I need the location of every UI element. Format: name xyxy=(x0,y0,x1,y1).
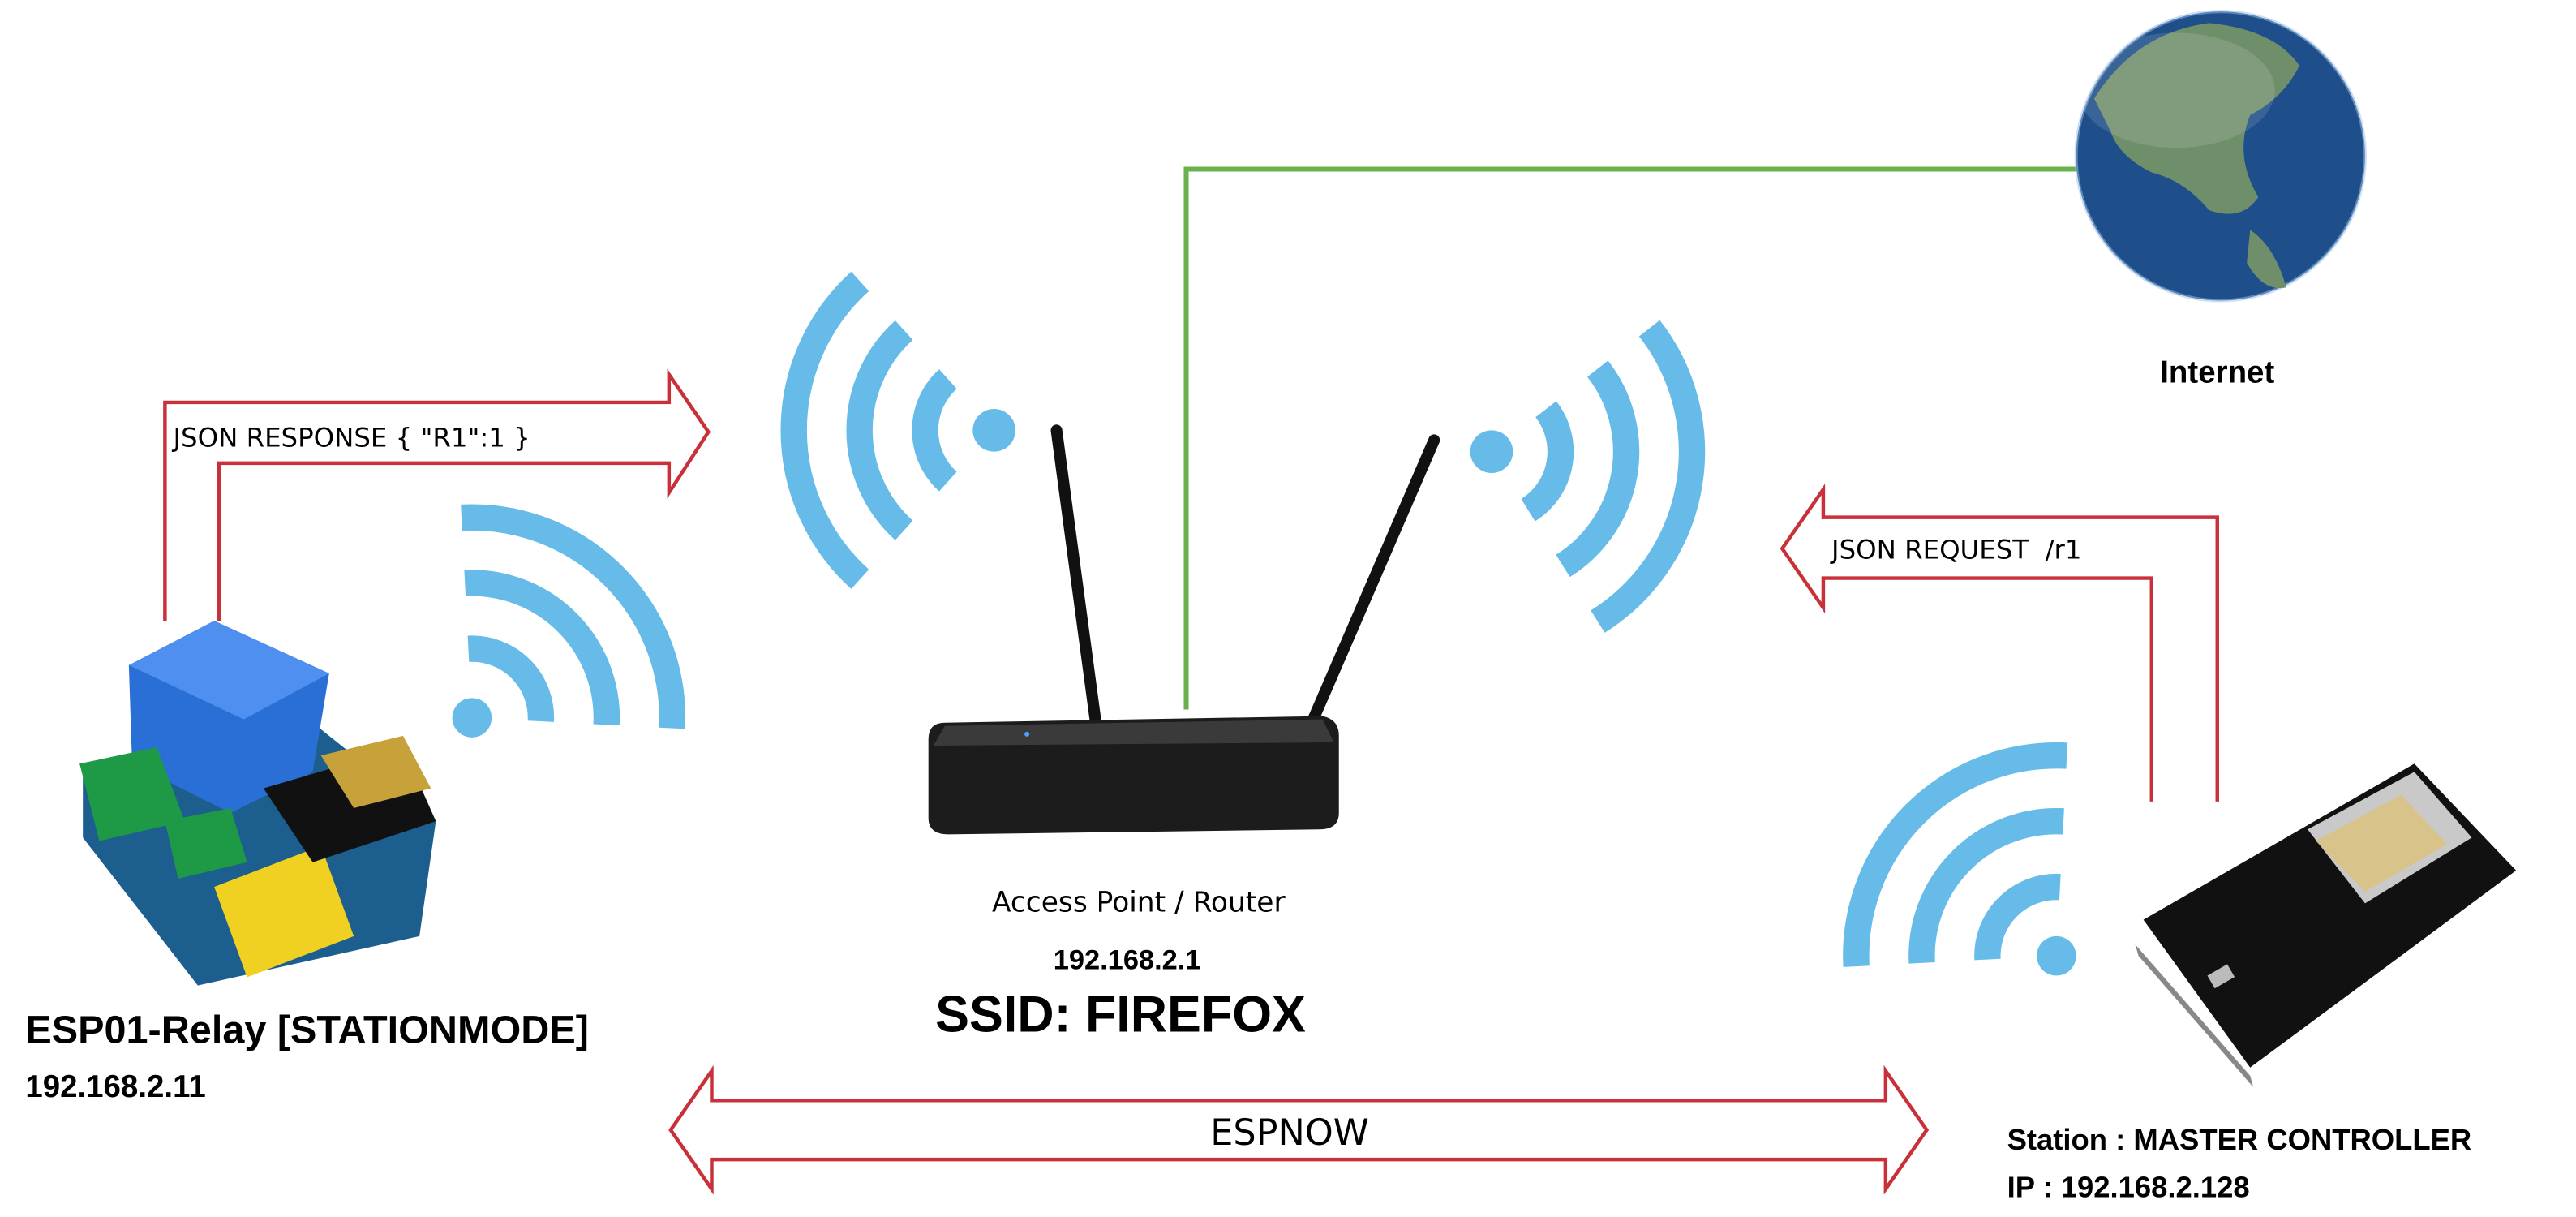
wifi-dot xyxy=(1470,430,1513,473)
wifi-arc xyxy=(1520,401,1574,522)
json-response-label: JSON RESPONSE { "R1":1 } xyxy=(172,423,530,454)
wifi-arc xyxy=(467,635,555,722)
wifi-arc xyxy=(912,369,958,492)
wifi-arc xyxy=(1843,742,2068,967)
router-label: Access Point / Router xyxy=(992,886,1286,918)
wifi-dot xyxy=(972,409,1015,452)
internet-link-line xyxy=(1183,166,2086,710)
json-request-arrow xyxy=(1780,484,2219,802)
espnow-double-arrow xyxy=(668,1064,1930,1195)
wifi-arc xyxy=(464,570,620,726)
wifi-dot xyxy=(2037,935,2076,976)
router-ssid: SSID: FIREFOX xyxy=(935,986,1306,1043)
controller-ip: IP : 192.168.2.128 xyxy=(2007,1171,2250,1204)
wifi-arc xyxy=(461,504,686,729)
esp01-relay-module-image xyxy=(79,621,436,986)
router-ip: 192.168.2.1 xyxy=(1054,944,1201,975)
wifi-signal-icon xyxy=(1843,742,2076,976)
wifi-dot xyxy=(452,698,492,738)
wifi-arc xyxy=(1908,807,2064,964)
esp32-controller-board-image xyxy=(2135,763,2517,1088)
json-response-arrow xyxy=(163,368,711,621)
wifi-arc xyxy=(846,320,913,540)
wifi-signal-icon xyxy=(452,504,686,738)
relay-label: ESP01-Relay [STATIONMODE] xyxy=(25,1008,589,1051)
relay-ip: 192.168.2.11 xyxy=(25,1069,205,1104)
internet-label: Internet xyxy=(2160,355,2274,390)
wifi-arc xyxy=(1974,873,2061,961)
globe-icon xyxy=(2074,10,2367,303)
espnow-label: ESPNOW xyxy=(1210,1112,1369,1154)
wifi-arc xyxy=(780,271,869,589)
wifi-signal-icon xyxy=(780,271,1015,589)
wifi-arc xyxy=(1556,360,1640,578)
wifi-signal-icon xyxy=(1470,320,1706,633)
controller-label: Station : MASTER CONTROLLER xyxy=(2007,1123,2472,1156)
json-request-label: JSON REQUEST /r1 xyxy=(1830,534,2081,565)
router-image xyxy=(928,424,1440,835)
wifi-arc xyxy=(1591,320,1706,633)
